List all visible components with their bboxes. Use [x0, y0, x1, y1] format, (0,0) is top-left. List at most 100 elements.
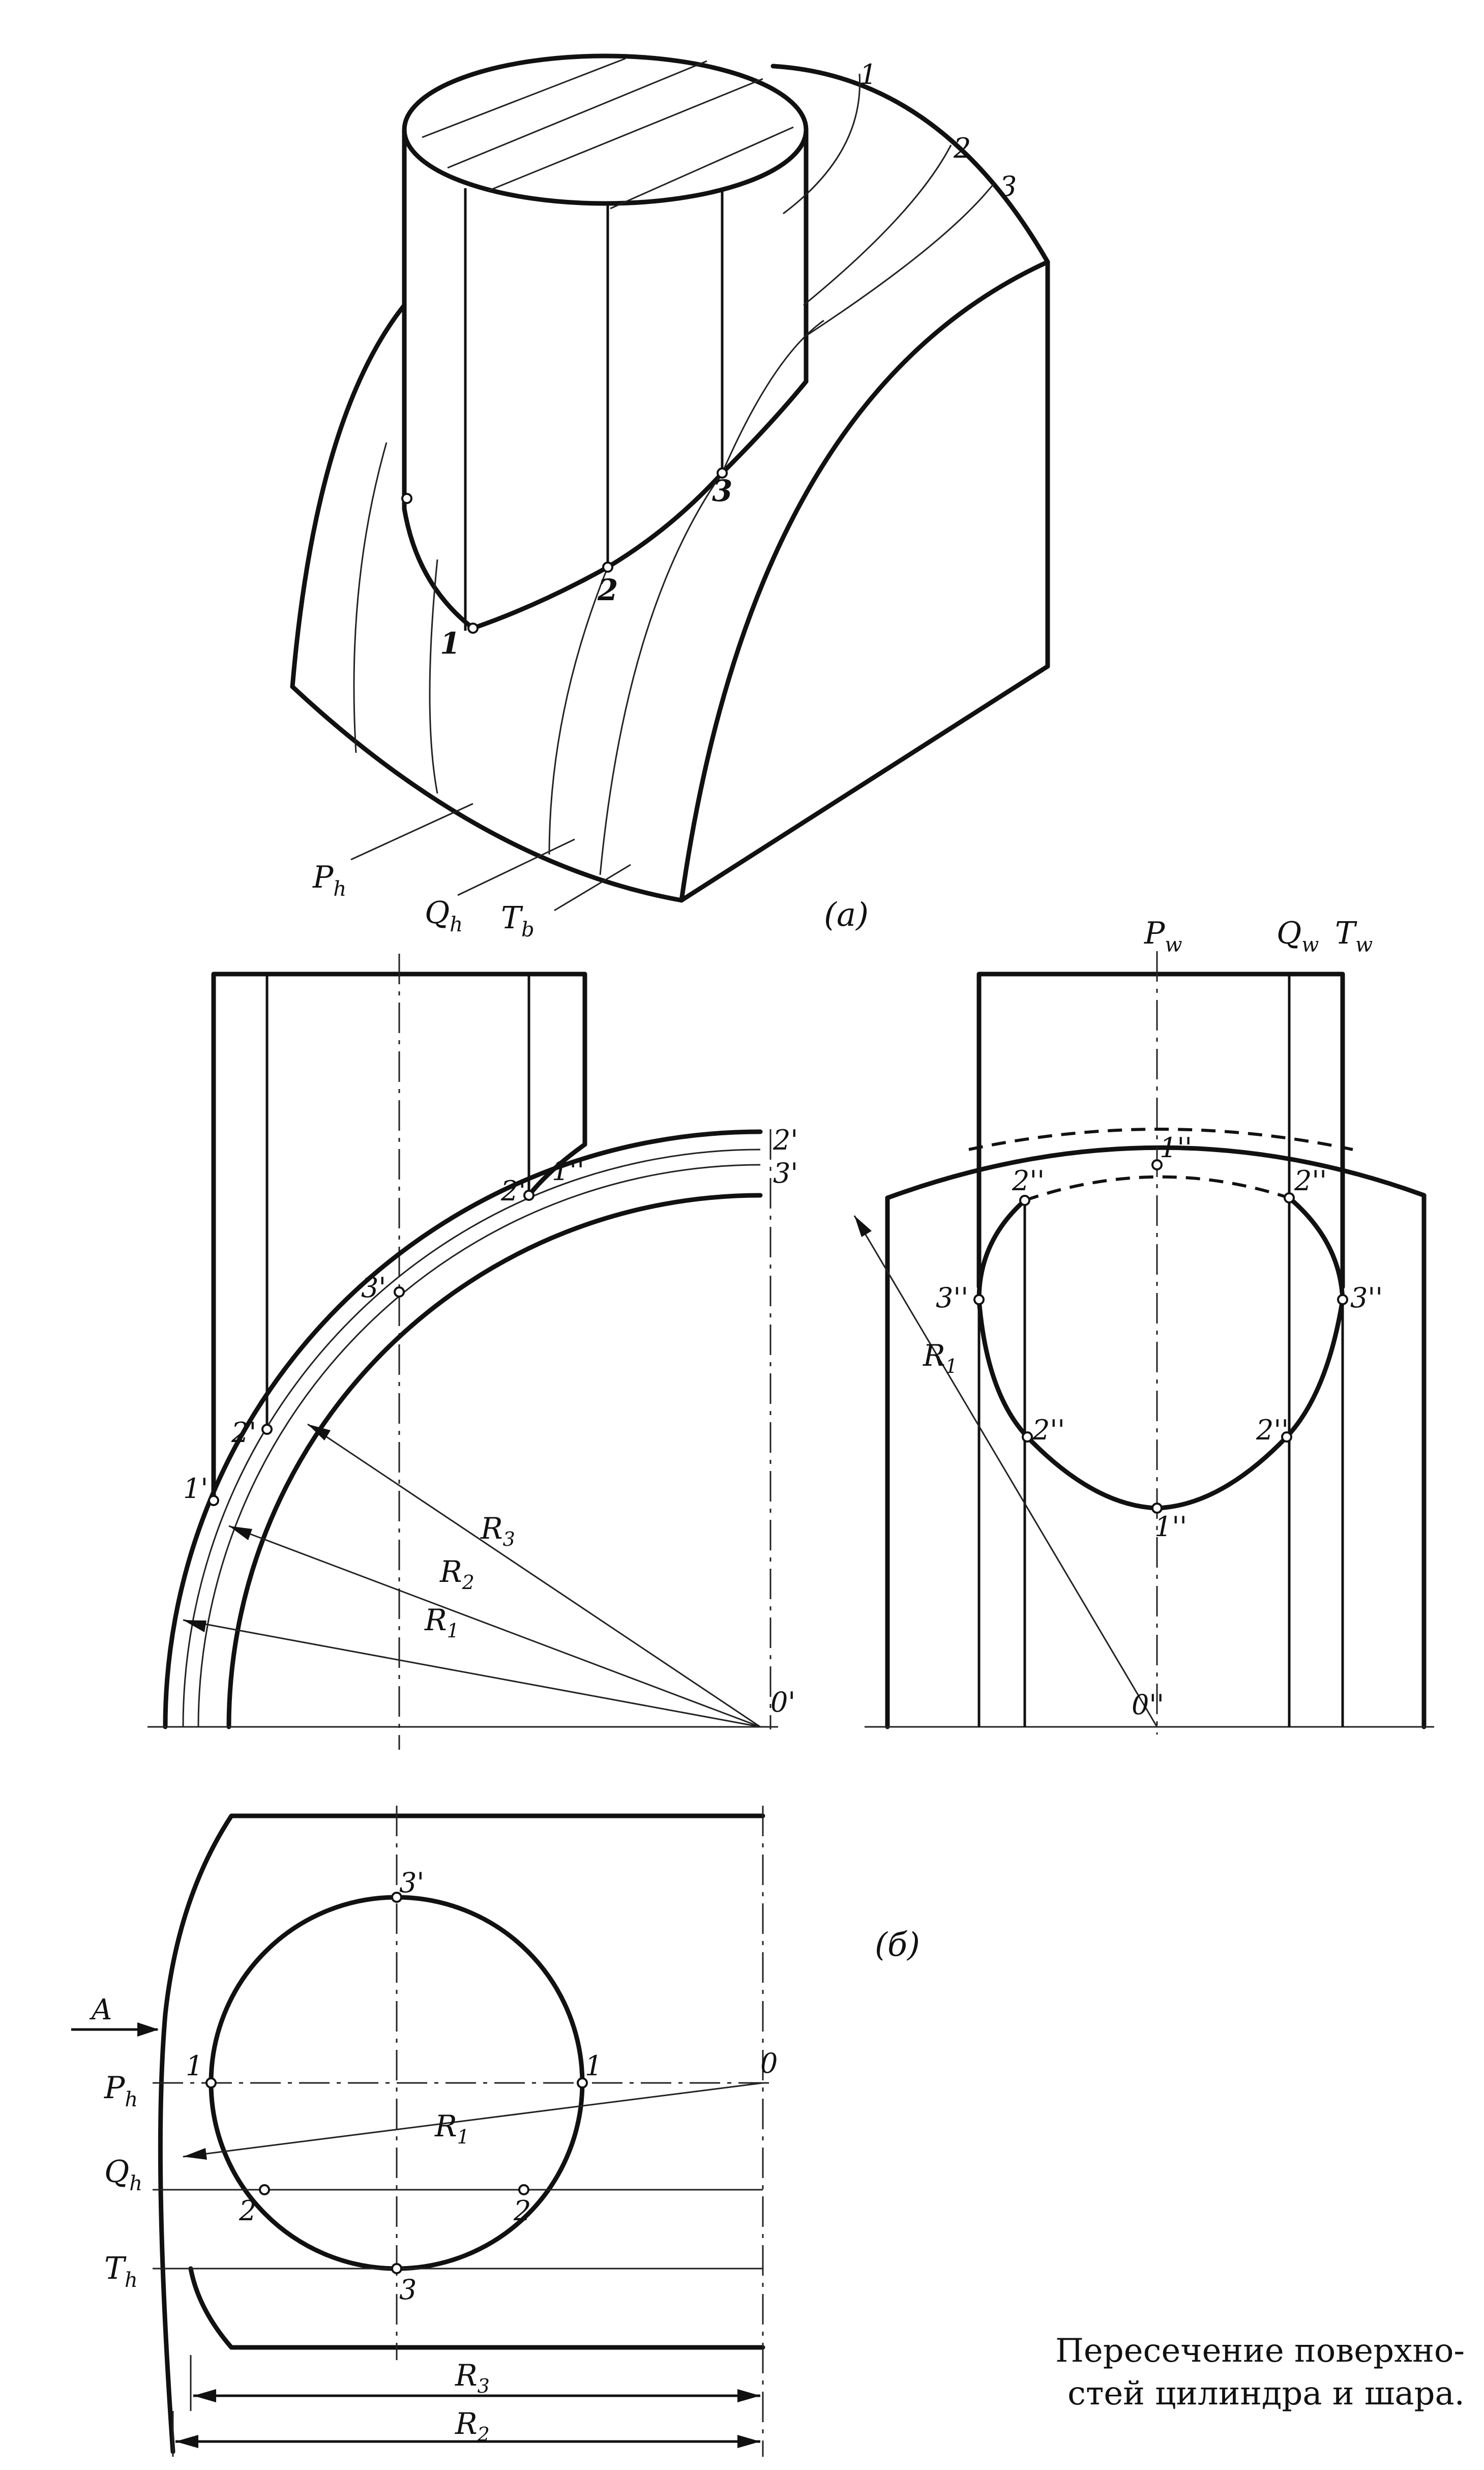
- plan-label-r2: R2: [455, 2406, 490, 2446]
- plan-label-0: 0: [760, 2047, 778, 2079]
- side-point-1-bot: [1151, 1503, 1163, 1514]
- front-view: 1' 2' 3' 2' 1'' 2' 3' R3 R2 R1 0': [147, 954, 798, 1750]
- isometric-point-1: [467, 623, 479, 634]
- plan-label-th: Th: [104, 2251, 138, 2292]
- front-label-1pp-top: 1'': [552, 1155, 584, 1187]
- side-radius-arrowhead: [854, 1216, 872, 1237]
- isometric-label-qh: Qh: [425, 895, 463, 936]
- block-bottom-arc: [290, 684, 684, 903]
- plan-outline: [158, 1813, 765, 2454]
- front-radius-lines: [183, 1423, 761, 1728]
- plan-arrow-a-head: [137, 2022, 159, 2037]
- front-point-2p-top: [523, 1190, 535, 1201]
- front-label-1p: 1': [183, 1473, 208, 1505]
- plan-point-2-left: [259, 2184, 270, 2195]
- plan-radius-r1-arrowhead: [183, 2148, 207, 2160]
- isometric-label-ph: Ph: [312, 860, 346, 901]
- isometric-point-left: [401, 493, 412, 504]
- side-point-2-top-right: [1284, 1192, 1295, 1203]
- side-label-2-bot-left: 2'': [1032, 1414, 1065, 1446]
- sphere-meridians: [353, 73, 995, 875]
- side-label-1-bot: 1'': [1154, 1511, 1187, 1543]
- front-label-2p-top: 2': [500, 1175, 526, 1207]
- isometric-view: 1 2 3 1 2 3 Ph Qh Tb (a): [290, 53, 1050, 942]
- side-label-2-bot-right: 2'': [1256, 1414, 1289, 1446]
- front-sphere-arc-r3: [226, 1193, 763, 1729]
- side-point-2-bot-left: [1022, 1431, 1033, 1443]
- plan-label-1-left: 1: [186, 2050, 203, 2082]
- plan-point-1-right: [577, 2077, 588, 2089]
- sphere-left-outline: [290, 303, 407, 689]
- front-label-3p-edge: 3': [773, 1157, 798, 1189]
- isometric-label-3: 3: [712, 474, 732, 508]
- isometric-leaders: [350, 803, 631, 911]
- isometric-point-2: [602, 562, 613, 573]
- cylinder-generatrices: [464, 188, 724, 631]
- isometric-label-2: 2: [597, 573, 618, 607]
- side-label-r1: R1: [923, 1338, 958, 1377]
- side-label-3-right: 3'': [1350, 1282, 1383, 1314]
- side-label-o: 0'': [1132, 1689, 1164, 1721]
- figure-caption: Пересечение поверхно- стей цилиндра и ша…: [890, 2330, 1465, 2415]
- cylinder-top-ellipse: [402, 53, 809, 206]
- front-label-r2: R2: [439, 1554, 474, 1594]
- front-intersection-curve: [526, 1142, 587, 1198]
- isometric-label-1: 1: [440, 626, 460, 661]
- side-label-qw: Qw: [1277, 916, 1319, 957]
- plan-label-qh: Qh: [104, 2154, 142, 2195]
- side-view: Pw Qw Tw 1'' 2'' 2'' 3'' 3'' 2'' 2'' 1''…: [853, 916, 1434, 1734]
- side-point-2-top-left: [1019, 1195, 1030, 1206]
- side-label-3-left: 3'': [936, 1282, 968, 1314]
- front-sphere-arc-r1: [163, 1129, 763, 1729]
- plan-point-3-top: [391, 1892, 402, 1903]
- side-radius-r1: [853, 1215, 1158, 1727]
- side-label-2-top-left: 2'': [1012, 1165, 1045, 1197]
- front-point-3p: [394, 1286, 405, 1298]
- plan-point-3-bot: [391, 2263, 402, 2274]
- side-cylinder-outline: [976, 972, 1345, 1289]
- plan-label-3-bot: 3: [399, 2274, 417, 2306]
- block-bottom-right: [679, 664, 1050, 903]
- side-label-2-top-right: 2'': [1294, 1165, 1327, 1197]
- sphere-front-arc: [679, 259, 1050, 903]
- isometric-top-label-3: 3: [999, 170, 1017, 202]
- side-point-3-left: [973, 1294, 985, 1305]
- plan-dimension-r2: [172, 2411, 760, 2457]
- side-point-3-right: [1337, 1294, 1348, 1305]
- front-point-2p-left: [261, 1424, 273, 1435]
- plan-point-2-right: [518, 2184, 529, 2195]
- plan-label-r3: R3: [455, 2358, 490, 2397]
- plan-label-2-right: 2: [513, 2195, 531, 2227]
- cylinder-left-side: [402, 127, 476, 631]
- isometric-top-label-2: 2: [953, 132, 971, 164]
- side-label-pw: Pw: [1144, 916, 1182, 957]
- caption-line-2: стей цилиндра и шара.: [1067, 2375, 1465, 2413]
- front-label-3p: 3': [361, 1272, 386, 1304]
- cylinder-top-hatching: [422, 57, 794, 210]
- plan-label-1-right: 1: [585, 2050, 602, 2082]
- plan-label-3-top: 3': [399, 1867, 424, 1899]
- plan-radius-r1: [183, 2082, 763, 2158]
- plan-label-ph: Ph: [104, 2070, 138, 2111]
- side-hidden-arc-outer: [968, 1128, 1353, 1151]
- plan-label-a: A: [89, 1993, 112, 2026]
- plan-label-r1: R1: [434, 2109, 469, 2148]
- side-label-1-top: 1'': [1160, 1132, 1192, 1164]
- front-label-r1: R1: [424, 1603, 459, 1642]
- side-label-tw: Tw: [1335, 916, 1373, 957]
- front-label-2p-edge: 2': [773, 1124, 798, 1156]
- isometric-point-3: [717, 467, 728, 479]
- front-label-o: 0': [770, 1686, 795, 1718]
- caption-line-1: Пересечение поверхно-: [1055, 2332, 1465, 2370]
- front-radius-arrowheads: [183, 1424, 331, 1632]
- plan-dimension-r3: [190, 2355, 760, 2411]
- front-point-1p: [208, 1495, 219, 1506]
- plan-point-1-left: [205, 2077, 217, 2089]
- front-sphere-arc-r2: [182, 1149, 761, 1727]
- side-point-1-top: [1151, 1159, 1163, 1170]
- side-point-2-bot-right: [1281, 1431, 1292, 1443]
- sphere-top-arc: [770, 64, 1050, 264]
- part-label-a: (a): [824, 896, 869, 934]
- plan-view: 3' A 1 1 0 Ph R1 Qh Th 2 2 3 R3 R2 (б): [71, 1806, 920, 2457]
